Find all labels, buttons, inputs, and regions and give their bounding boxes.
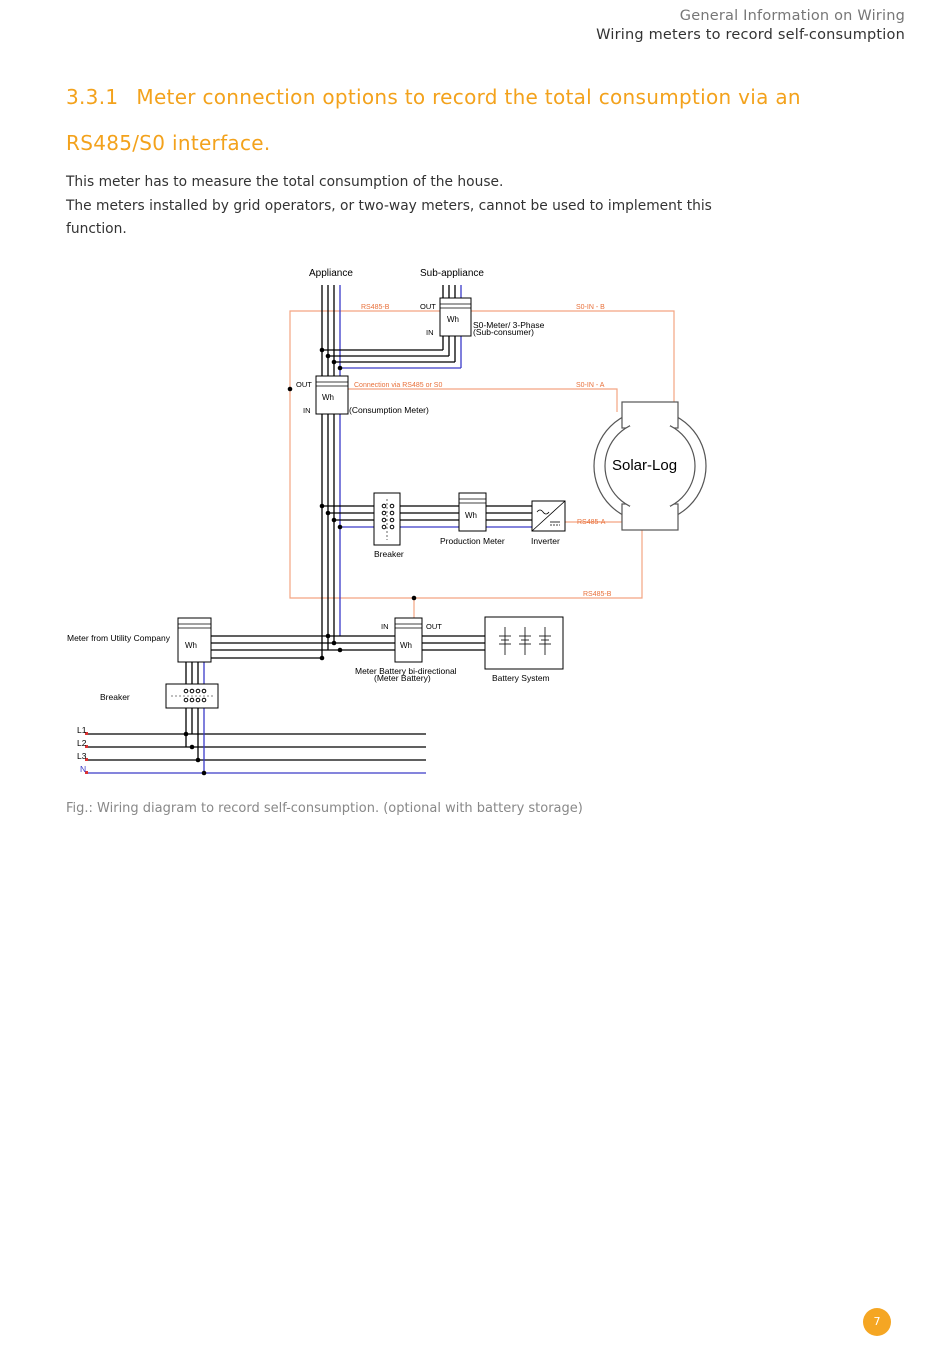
heading-number: 3.3.1 [66, 85, 119, 109]
supply-neutral [86, 662, 426, 774]
bus-wires [321, 285, 335, 658]
page-number: 7 [863, 1308, 891, 1336]
section-heading: 3.3.1 Meter connection options to record … [66, 74, 896, 166]
header-subsection: Wiring meters to record self-consumption [596, 27, 905, 43]
label-out-battery: OUT [426, 622, 442, 631]
sub-appliance-wires [322, 285, 456, 363]
utility-wires [211, 635, 485, 659]
label-n: N [80, 764, 86, 774]
main-breaker [165, 683, 219, 709]
figure-caption: Fig.: Wiring diagram to record self-cons… [66, 801, 583, 816]
label-meter-battery-1: Meter Battery bi-directional [355, 666, 457, 676]
solar-log-device [593, 401, 707, 531]
label-out-sub: OUT [420, 302, 436, 311]
wiring-diagram-svg: Appliance Sub-appliance RS485-B S0-IN - … [67, 268, 707, 776]
battery-system [484, 616, 564, 670]
label-solar-log: Solar-Log [612, 457, 677, 474]
label-s0-meter-2: (Sub-consumer) [473, 327, 534, 337]
phase-terminals [85, 732, 88, 774]
label-production-meter: Production Meter [440, 536, 505, 546]
label-meter-utility: Meter from Utility Company [67, 633, 171, 643]
label-connection: Connection via RS485 or S0 [354, 382, 442, 389]
label-s0-in-b: S0-IN - B [576, 304, 605, 311]
label-out-consumption: OUT [296, 380, 312, 389]
label-in-consumption: IN [303, 406, 311, 415]
label-l1: L1 [77, 725, 87, 735]
label-battery-system: Battery System [492, 673, 550, 683]
paragraph: This meter has to measure the total cons… [66, 174, 504, 190]
label-s0-in-a: S0-IN - A [576, 382, 605, 389]
label-rs485-a: RS485-A [577, 519, 606, 526]
production-breaker [373, 492, 401, 546]
label-wh-production: Wh [465, 511, 477, 520]
label-consumption-meter: (Consumption Meter) [349, 405, 429, 415]
heading-line-2: RS485/S0 interface. [66, 131, 271, 155]
label-breaker-main: Breaker [100, 692, 130, 702]
running-header: General Information on Wiring Wiring met… [596, 7, 905, 45]
inverter [531, 500, 566, 532]
label-meter-battery-2: (Meter Battery) [374, 673, 431, 683]
heading-text: Meter connection options to record the t… [136, 85, 801, 109]
consumption-meter [315, 375, 349, 415]
label-rs485-b-top: RS485-B [361, 304, 390, 311]
sub-appliance-neutral [340, 285, 462, 369]
label-wh-sub: Wh [447, 315, 459, 324]
label-in-battery: IN [381, 622, 389, 631]
supply-wires [86, 662, 426, 761]
production-wires [322, 505, 532, 521]
label-wh-consumption: Wh [322, 393, 334, 402]
heading-line-1: 3.3.1 Meter connection options to record … [66, 74, 896, 120]
body-text: This meter has to measure the total cons… [66, 171, 766, 242]
label-appliance: Appliance [309, 268, 353, 279]
label-l3: L3 [77, 751, 87, 761]
label-in-sub: IN [426, 328, 434, 337]
utility-meter [177, 617, 212, 663]
junction-dots [183, 347, 417, 776]
diagram-labels: Appliance Sub-appliance RS485-B S0-IN - … [67, 268, 677, 774]
label-sub-appliance: Sub-appliance [420, 268, 484, 279]
label-breaker-production: Breaker [374, 549, 404, 559]
production-meter [458, 492, 487, 532]
label-s0-meter-1: S0-Meter/ 3-Phase [473, 320, 545, 330]
label-wh-utility: Wh [185, 641, 197, 650]
label-inverter: Inverter [531, 536, 560, 546]
header-section: General Information on Wiring [679, 8, 905, 24]
paragraph: The meters installed by grid operators, … [66, 197, 712, 238]
wiring-diagram: Appliance Sub-appliance RS485-B S0-IN - … [60, 258, 720, 788]
label-l2: L2 [77, 738, 87, 748]
s0-sub-meter [439, 297, 472, 337]
label-wh-battery: Wh [400, 641, 412, 650]
battery-meter [394, 617, 423, 663]
label-rs485-b-bottom: RS485-B [583, 591, 612, 598]
